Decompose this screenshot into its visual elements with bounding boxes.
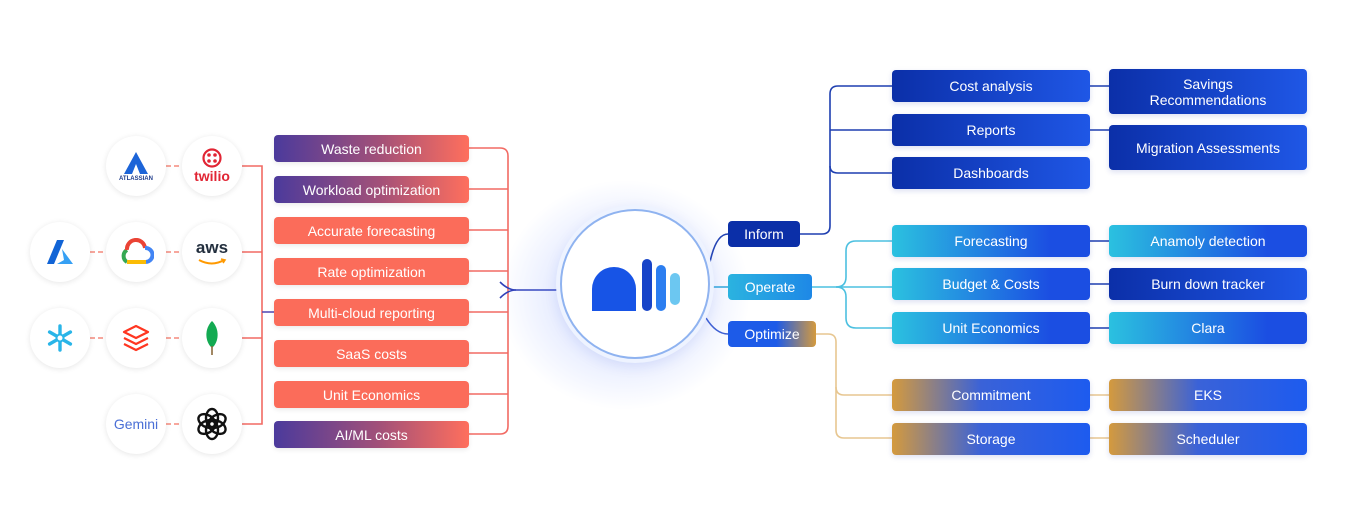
inform-cost-analysis: Cost analysis xyxy=(892,70,1090,102)
platform-logo-icon xyxy=(592,259,680,311)
capability-saas-costs: SaaS costs xyxy=(274,340,469,367)
optimize-scheduler: Scheduler xyxy=(1109,423,1307,455)
integration-azure xyxy=(30,222,90,282)
operate-clara: Clara xyxy=(1109,312,1307,344)
snowflake-icon xyxy=(47,324,73,352)
aws-icon: aws xyxy=(195,238,229,257)
operate-unit-economics: Unit Economics xyxy=(892,312,1090,344)
inform-migration-assessments: Migration Assessments xyxy=(1109,125,1307,170)
integration-google-cloud xyxy=(106,222,166,282)
twilio-icon xyxy=(202,148,222,168)
aws-smile-icon xyxy=(198,258,227,265)
operate-forecasting: Forecasting xyxy=(892,225,1090,257)
inform-savings-recommendations: Savings Recommendations xyxy=(1109,69,1307,114)
twilio-wordmark: twilio xyxy=(194,168,230,184)
operate-budget-costs: Budget & Costs xyxy=(892,268,1090,300)
integration-twilio: twilio xyxy=(182,136,242,196)
capability-accurate-forecasting: Accurate forecasting xyxy=(274,217,469,244)
integration-openai xyxy=(182,394,242,454)
integration-databricks xyxy=(106,308,166,368)
integration-gemini: Gemini xyxy=(106,394,166,454)
integration-snowflake xyxy=(30,308,90,368)
optimize-commitment: Commitment xyxy=(892,379,1090,411)
capability-waste-reduction: Waste reduction xyxy=(274,135,469,162)
openai-icon xyxy=(197,407,227,441)
capability-ai-ml-costs: AI/ML costs xyxy=(274,421,469,448)
inform-reports: Reports xyxy=(892,114,1090,146)
capability-unit-economics: Unit Economics xyxy=(274,381,469,408)
integration-mongodb xyxy=(182,308,242,368)
optimize-storage: Storage xyxy=(892,423,1090,455)
optimize-eks: EKS xyxy=(1109,379,1307,411)
capability-multi-cloud-reporting: Multi-cloud reporting xyxy=(274,299,469,326)
capability-workload-optimization: Workload optimization xyxy=(274,176,469,203)
branch-optimize: Optimize xyxy=(728,321,816,347)
azure-icon xyxy=(47,240,73,264)
databricks-icon xyxy=(122,324,150,352)
gemini-icon: Gemini xyxy=(113,416,159,432)
operate-anomaly-detection: Anamoly detection xyxy=(1109,225,1307,257)
operate-burn-down-tracker: Burn down tracker xyxy=(1109,268,1307,300)
branch-operate: Operate xyxy=(728,274,812,300)
mongodb-icon xyxy=(206,321,218,355)
integration-atlassian: ATLASSIAN xyxy=(106,136,166,196)
platform-hub xyxy=(560,209,710,359)
atlassian-wordmark: ATLASSIAN xyxy=(119,176,153,182)
inform-dashboards: Dashboards xyxy=(892,157,1090,189)
capability-rate-optimization: Rate optimization xyxy=(274,258,469,285)
integration-aws: aws xyxy=(182,222,242,282)
google-cloud-icon xyxy=(121,238,154,264)
branch-inform: Inform xyxy=(728,221,800,247)
atlassian-icon xyxy=(124,152,148,174)
